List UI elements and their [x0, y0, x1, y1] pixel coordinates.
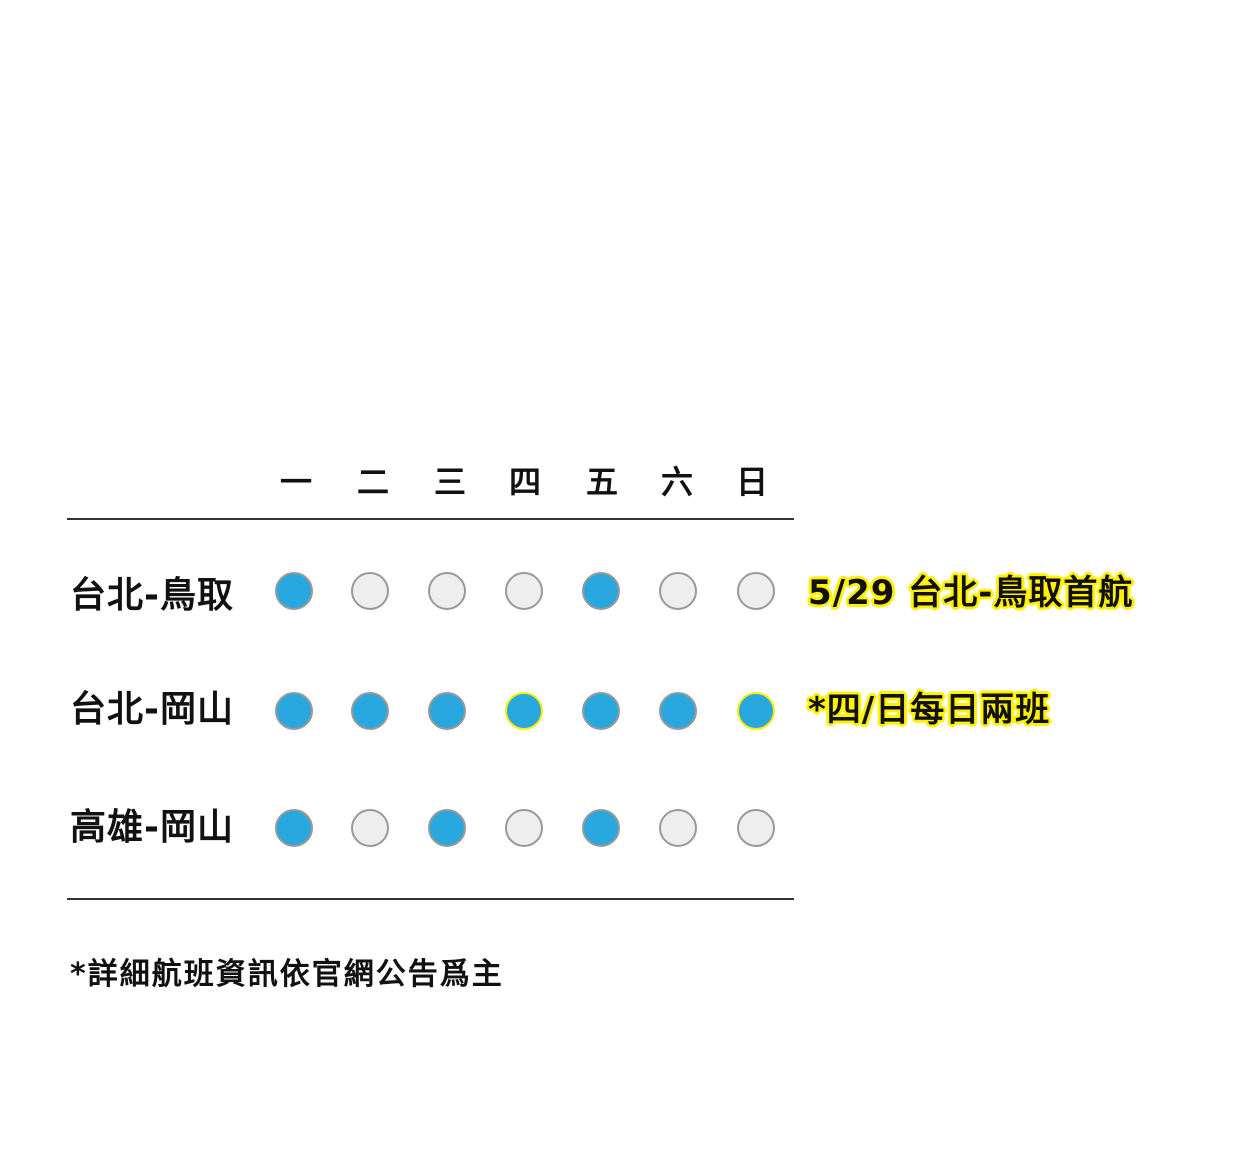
day-header-mon: 一: [279, 463, 312, 501]
flight-dot-r1-d5: [582, 572, 620, 610]
flight-dot-r3-d7: [737, 809, 775, 847]
day-header-sun: 日: [735, 463, 768, 501]
flight-dot-r1-d4: [505, 572, 543, 610]
route-label-taipei-okayama: 台北-岡山: [70, 689, 234, 730]
day-header-wed: 三: [433, 463, 466, 501]
top-divider: [67, 518, 794, 520]
flight-dot-r3-d4: [505, 809, 543, 847]
day-header-fri: 五: [585, 463, 618, 501]
flight-dot-r1-d7: [737, 572, 775, 610]
flight-dot-r2-d2: [351, 692, 389, 730]
flight-dot-r3-d3: [428, 809, 466, 847]
flight-dot-r2-d5: [582, 692, 620, 730]
flight-dot-r1-d2: [351, 572, 389, 610]
flight-dot-r3-d5: [582, 809, 620, 847]
flight-dot-r1-d3: [428, 572, 466, 610]
flight-dot-r3-d6: [659, 809, 697, 847]
flight-dot-r1-d1: [275, 572, 313, 610]
flight-dot-r2-d4: [505, 692, 543, 730]
flight-dot-r2-d7: [737, 692, 775, 730]
flight-dot-r2-d1: [275, 692, 313, 730]
flight-dot-r2-d6: [659, 692, 697, 730]
day-header-tue: 二: [356, 463, 389, 501]
flight-dot-r1-d6: [659, 572, 697, 610]
note-taipei-tottori: 5/29 台北-鳥取首航: [808, 573, 1134, 613]
footnote: *詳細航班資訊依官網公告爲主: [70, 957, 504, 992]
flight-dot-r3-d1: [275, 809, 313, 847]
note-taipei-okayama: *四/日每日兩班: [808, 690, 1051, 730]
flight-dot-r2-d3: [428, 692, 466, 730]
day-header-sat: 六: [660, 463, 693, 501]
flight-dot-r3-d2: [351, 809, 389, 847]
route-label-taipei-tottori: 台北-鳥取: [70, 575, 234, 616]
bottom-divider: [67, 898, 794, 900]
day-header-thu: 四: [508, 463, 541, 501]
route-label-kaohsiung-okayama: 高雄-岡山: [70, 807, 234, 848]
